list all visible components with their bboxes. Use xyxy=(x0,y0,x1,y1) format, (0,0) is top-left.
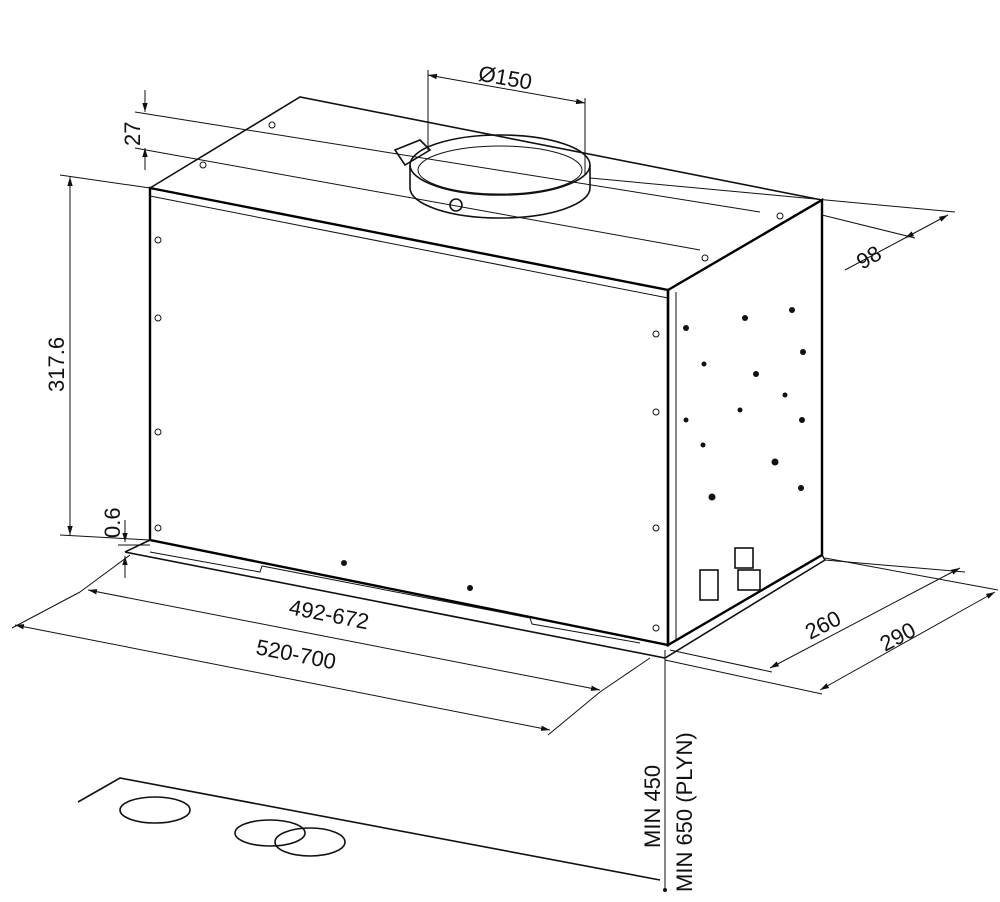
label-min-height-gas: MIN 650 (PLYN) xyxy=(672,732,697,892)
side-connectors xyxy=(699,547,761,601)
dim-inner-depth: 260 xyxy=(669,559,966,673)
label-duct-diameter: Ø150 xyxy=(477,61,534,95)
cooktop xyxy=(77,777,661,881)
burner-left xyxy=(119,796,191,824)
label-outer-depth: 290 xyxy=(876,617,920,656)
front-face xyxy=(148,186,670,647)
screw-holes xyxy=(154,121,806,632)
label-top-offset: 27 xyxy=(120,122,145,146)
label-outer-width: 520-700 xyxy=(254,634,338,674)
burner-right-back xyxy=(234,819,306,847)
label-min-height-electric: MIN 450 xyxy=(640,765,665,848)
dim-min-height: MIN 450 MIN 650 (PLYN) xyxy=(640,650,697,892)
dim-outer-depth: 290 xyxy=(664,557,999,695)
dim-top-offset: 27 xyxy=(120,90,761,251)
label-duct-offset: 98 xyxy=(852,240,886,274)
dim-flange: 0.6 xyxy=(100,507,150,578)
label-height: 317.6 xyxy=(44,337,69,392)
burner-right-front xyxy=(274,827,346,857)
duct-collar xyxy=(393,134,591,219)
label-flange: 0.6 xyxy=(100,507,125,538)
label-inner-width: 492-672 xyxy=(287,594,371,634)
top-face xyxy=(149,96,823,201)
side-face xyxy=(666,197,824,648)
label-inner-depth: 260 xyxy=(801,606,845,645)
dim-height: 317.6 xyxy=(44,174,151,541)
dim-duct-diameter: Ø150 xyxy=(427,61,586,175)
dim-duct-offset: 98 xyxy=(589,177,956,274)
hood-body xyxy=(124,96,827,659)
